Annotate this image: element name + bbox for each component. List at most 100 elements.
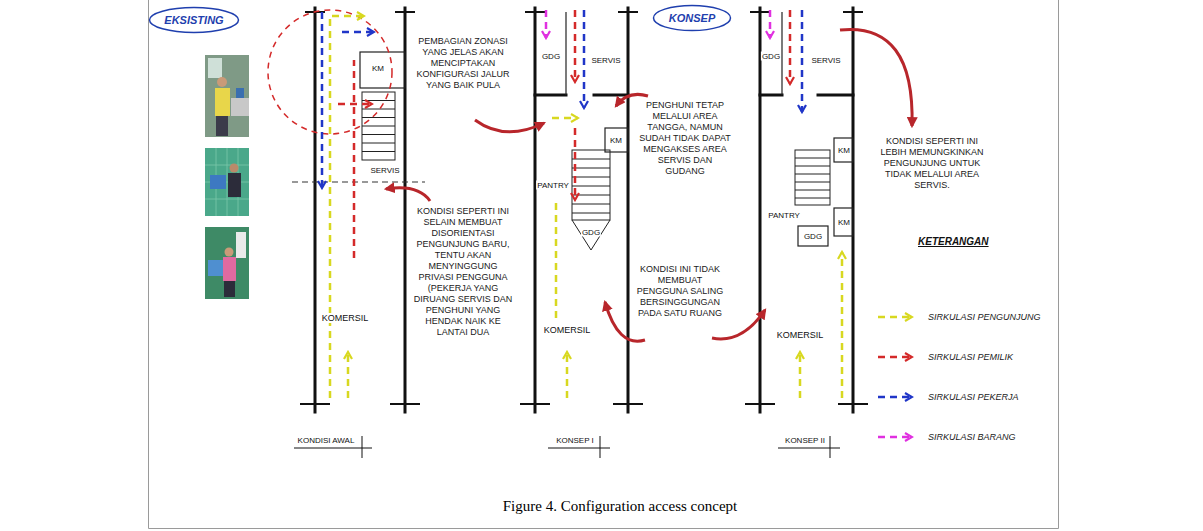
room-label: PANTRY [536,181,570,190]
site-photo [208,58,222,78]
owner-circulation [789,10,792,84]
legend-row: SIRKULASI PEKERJA [876,390,1046,404]
legend-row: SIRKULASI PEMILIK [876,350,1046,364]
annotation-note: PENGHUNI TETAP MELALUI AREA TANGGA, NAMU… [638,100,732,177]
site-photo [224,281,235,297]
visitor-circulation [555,200,558,318]
legend-row: SIRKULASI BARANG [876,430,1046,444]
zone-label: KOMERSIL [320,313,371,323]
zone-divider [292,181,425,182]
room-label: KM [371,64,385,73]
plan-title-rule [294,436,372,458]
zone-divider [292,181,425,182]
room-outline [781,12,782,95]
visitor-circulation [330,16,364,398]
site-photo [210,175,226,189]
goods-circulation [769,10,772,38]
legend-sample [876,391,918,403]
visitor-circulation [330,16,842,398]
plan-title: KONDISI AWAL [297,436,356,445]
legend-sample [876,311,918,323]
room-label: SERVIS [369,166,400,175]
legend-sample [876,351,918,363]
zone-label: KOMERSIL [542,325,593,335]
legend-sample [878,396,912,399]
site-photo [236,88,244,98]
site-photo [217,77,227,87]
site-photo [205,148,249,216]
callout-arrow [386,29,912,341]
owner-circulation [338,103,372,106]
legend-label: SIRKULASI PEMILIK [928,350,1013,364]
visitor-circulation [841,252,844,398]
legend-sample [878,436,912,439]
stair-symbol [795,158,830,198]
room-label: SERVIS [810,56,841,65]
annotation-note: KONDISI SEPERTI INI SELAIN MEMBUAT DISOR… [410,206,516,338]
worker-circulation [583,10,586,108]
ellipse-label: KONSEP [669,12,715,25]
annotation-note: KONDISI INI TIDAK MEMBUAT PENGGUNA SALIN… [632,264,728,319]
ellipse-outline [150,8,239,33]
site-photo [236,232,246,258]
ellipse-outline [654,6,731,31]
worker-circulation [322,10,802,188]
worker-circulation [342,31,374,34]
legend-label: SIRKULASI PENGUNJUNG [928,310,1041,324]
site-photo [230,164,239,173]
room-label: GDG [541,52,561,61]
plan-title: KONSEP I [555,436,595,445]
callout-arrow [840,29,912,126]
stair-symbol [572,220,610,250]
legend-sample [876,431,918,443]
annotation-note: PEMBAGIAN ZONASI YANG JELAS AKAN MENCIPT… [412,36,514,91]
plan-title-rule [294,436,840,458]
stair-symbol [572,150,610,220]
room-label: GDG [761,52,781,61]
room-outline [605,128,628,152]
annotation-note: KONDISI SEPERTI INI LEBIH MEMUNGKINKAN P… [876,136,988,191]
legend-label: SIRKULASI BARANG [928,430,1016,444]
plan-wall [760,8,853,412]
site-photo [205,227,249,299]
visitor-circulation [347,352,350,398]
plan-wall [315,8,853,412]
owner-circulation [338,10,790,258]
room-label: PANTRY [767,211,801,220]
site-photo [216,116,228,136]
plan-title-rule [548,436,610,458]
figure-caption: Figure 4. Configuration access concept [380,497,860,515]
room-outline [360,52,405,88]
legend-row: SIRKULASI PENGUNJUNG [876,310,1046,324]
legend-label: SIRKULASI PEKERJA [928,390,1019,404]
room-label: SERVIS [590,56,621,65]
legend-sample [878,356,912,359]
plan-title: KONSEP II [784,436,826,445]
site-photo [225,248,234,257]
owner-circulation [574,128,577,200]
owner-circulation [353,60,356,258]
ellipse-label: EKSISTING [164,14,223,27]
visitor-circulation [566,352,569,398]
site-photo [205,55,249,299]
legend-heading: KETERANGAN [918,236,989,248]
visitor-circulation [799,352,802,398]
worker-circulation [801,10,804,112]
room-outline [834,208,853,236]
site-photo [228,173,241,197]
room-label: KM [837,218,851,227]
ellipse-tag: EKSISTING [148,6,240,34]
wall-tick [300,12,420,404]
legend-sample [878,316,912,319]
site-photo [231,98,249,116]
callout-arrow [605,302,645,341]
stair-symbol [572,159,610,213]
wall-tick [520,12,643,404]
plan-title-rule [778,436,840,458]
stair-symbol [362,101,395,152]
room-label: KM [609,136,623,145]
room-outline [798,226,828,246]
site-photo [205,55,249,137]
